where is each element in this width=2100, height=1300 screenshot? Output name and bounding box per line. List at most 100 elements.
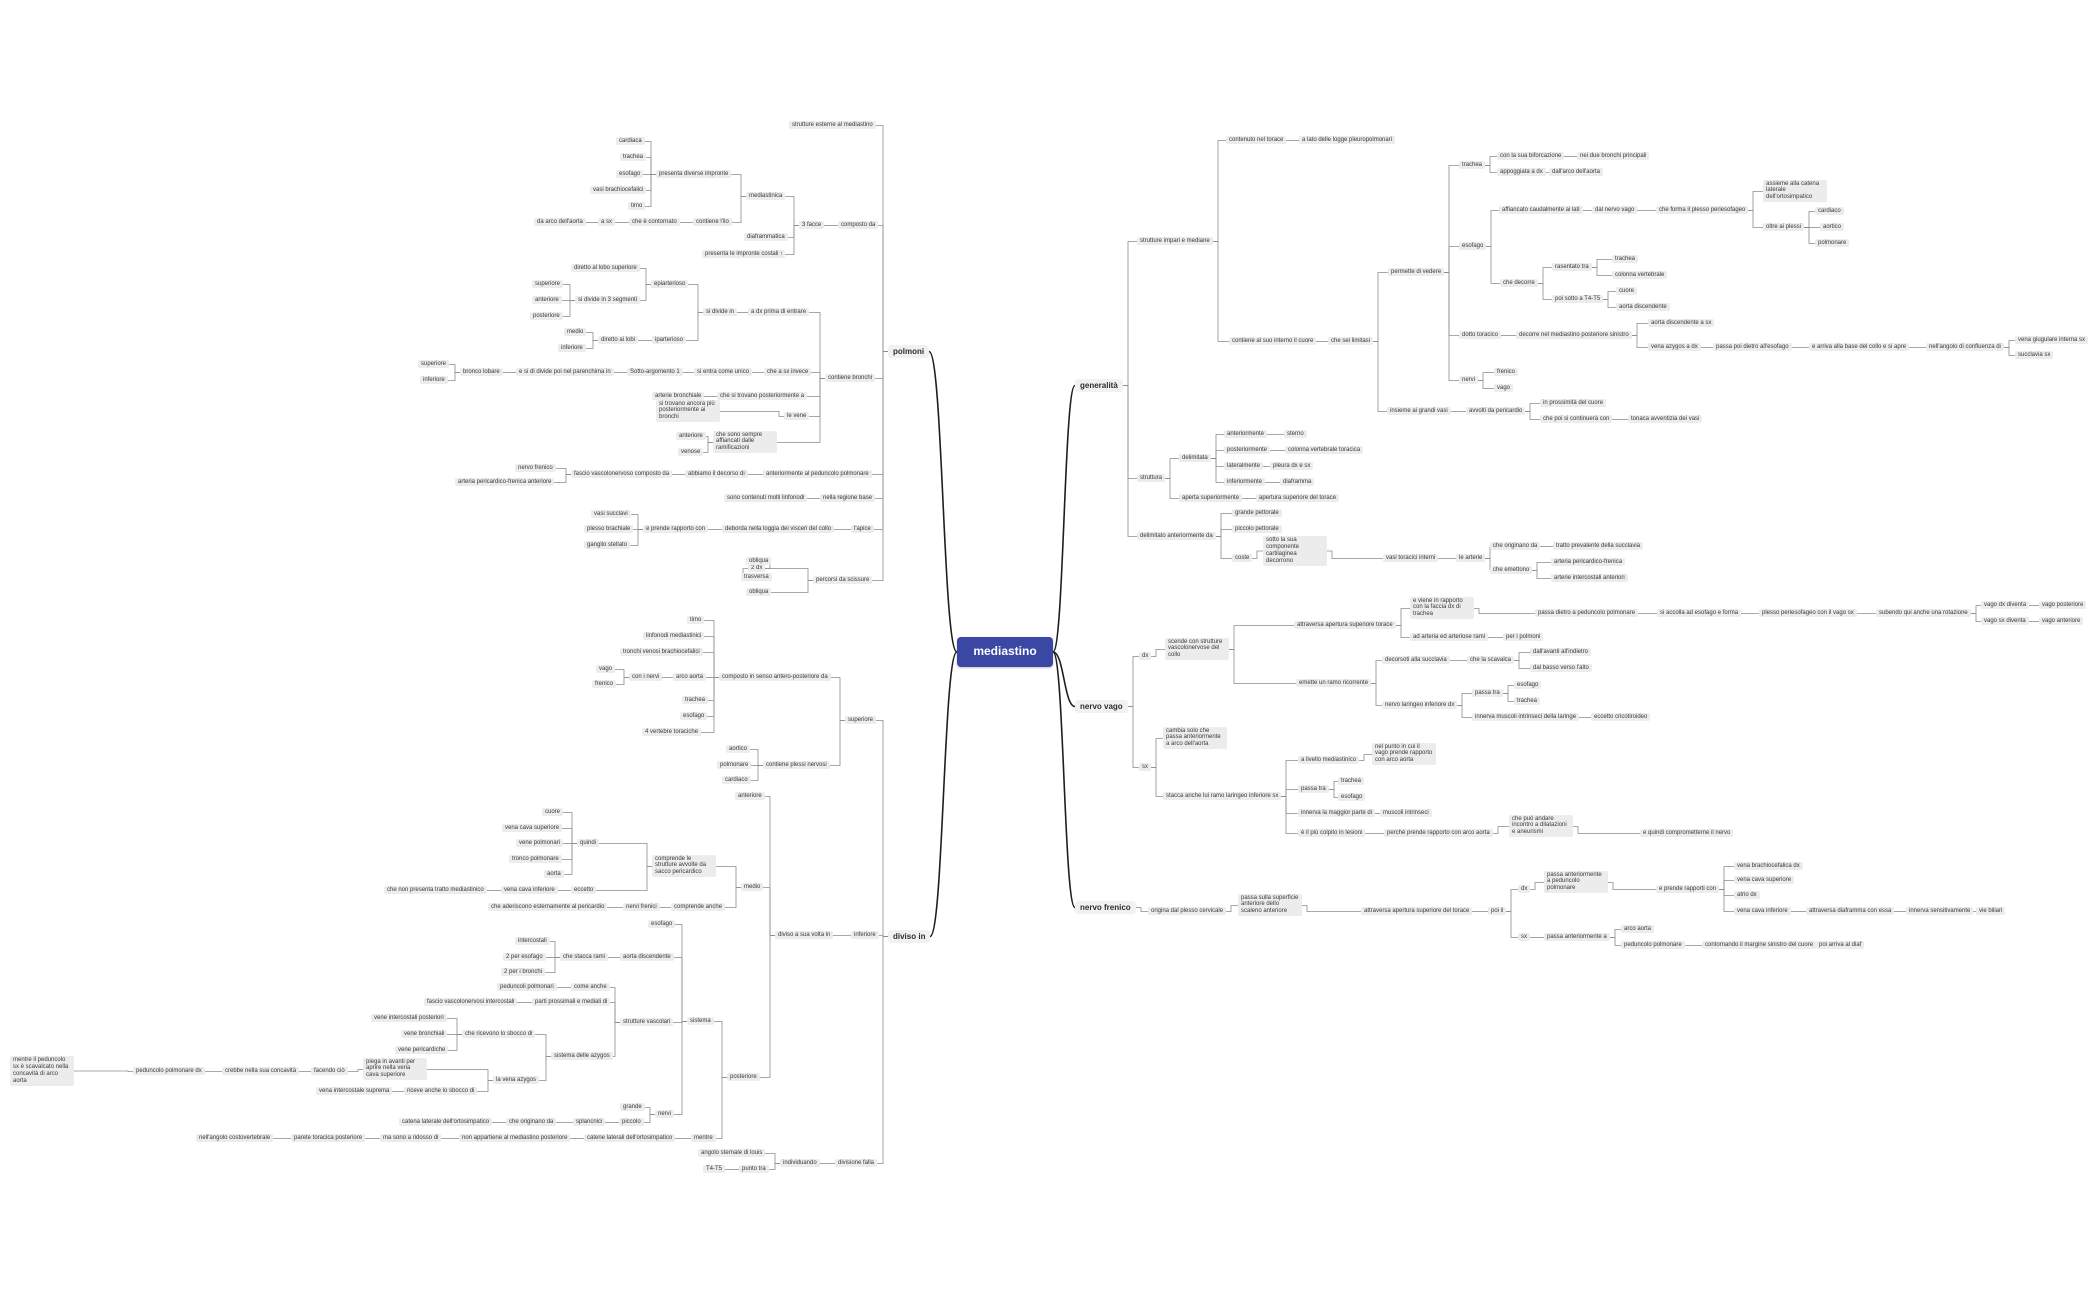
topic-v-innerva[interactable]: innerva muscoli intrinseci della laringe <box>1472 712 1580 722</box>
topic-v-equindi[interactable]: e quindi comprometterne il nervo <box>1640 828 1734 838</box>
topic-p-vasibrach[interactable]: vasi brachiocefalici <box>590 185 647 195</box>
topic-d-2peresof[interactable]: 2 per esofago <box>503 952 546 962</box>
topic-g-polmonare[interactable]: polmonare <box>1815 238 1850 248</box>
topic-p-asx[interactable]: a sx <box>598 217 616 227</box>
topic-d-catenalat[interactable]: catene laterali dell'ortosimpatico <box>584 1133 676 1143</box>
topic-p-vene[interactable]: le vene <box>784 411 810 421</box>
topic-v-muscoli[interactable]: muscoli intrinseci <box>1380 808 1432 818</box>
topic-p-presenta[interactable]: presenta diverse impronte <box>656 169 732 179</box>
topic-g-learterie[interactable]: le arterie <box>1456 553 1486 563</box>
topic-d-coinervi[interactable]: con i nervi <box>629 672 663 682</box>
topic-g-struttura[interactable]: struttura <box>1137 473 1166 483</box>
topic-p-posteriore[interactable]: posteriore <box>530 311 563 321</box>
topic-p-obliqua[interactable]: obliqua <box>746 556 772 566</box>
topic-g-cheforma[interactable]: che forma il plesso periesofageo <box>1656 205 1749 215</box>
topic-p-trachea[interactable]: trachea <box>620 152 647 162</box>
topic-g-cardiaco[interactable]: cardiaco <box>1815 206 1844 216</box>
topic-d-cheoriginano[interactable]: che originano da <box>506 1117 557 1127</box>
topic-d-4vert[interactable]: 4 vertebre toraciche <box>642 727 702 737</box>
topic-p-arcoaorta[interactable]: da arco dell'aorta <box>534 217 586 227</box>
topic-g-assieme[interactable]: assieme alla catena laterale dell'ortosi… <box>1763 179 1827 203</box>
topic-f-passasulla[interactable]: passa sulla superficie anteriore dello s… <box>1238 893 1302 917</box>
topic-p-bronclob[interactable]: bronco lobare <box>460 367 503 377</box>
topic-p-superiore[interactable]: superiore <box>532 279 564 289</box>
topic-p-3facce[interactable]: 3 facce <box>799 220 825 230</box>
topic-v-nervolaringeo[interactable]: nervo laringeo inferiore dx <box>1382 700 1458 710</box>
topic-p-contiene[interactable]: contiene l'ilo <box>693 217 732 227</box>
topic-d-contplessi[interactable]: contiene plessi nervosi <box>763 760 830 770</box>
topic-v-perche[interactable]: perché prende rapporto con arco aorta <box>1384 828 1493 838</box>
topic-g-pleure[interactable]: pleura dx e sx <box>1270 461 1314 471</box>
topic-d-eccetto[interactable]: eccetto <box>571 885 597 895</box>
topic-d-fasciovasc[interactable]: fascio vascolonervosi intercostali <box>424 997 518 1007</box>
topic-g-nervi[interactable]: nervi <box>1459 375 1479 385</box>
topic-p-3seg[interactable]: si divide in 3 segmenti <box>575 295 641 305</box>
topic-d-angolosternale[interactable]: angolo sternale di louis <box>698 1148 766 1158</box>
topic-g-earriva[interactable]: e arriva alla base del collo e si apre <box>1809 342 1910 352</box>
topic-generalita[interactable]: generalità <box>1075 378 1123 392</box>
topic-g-dalnervovago[interactable]: dal nervo vago <box>1592 205 1638 215</box>
topic-v-edeinrapporto[interactable]: e viene in rapporto con la faccia dx di … <box>1410 596 1474 620</box>
topic-d-venepericard[interactable]: vene pericardiche <box>395 1045 449 1055</box>
topic-p-affianc[interactable]: che sono sempre affiancati dalle ramific… <box>713 430 777 454</box>
topic-d-2perbronchi[interactable]: 2 per i bronchi <box>501 967 546 977</box>
topic-g-affiancato[interactable]: affiancato caudalmente ai lati <box>1499 205 1583 215</box>
topic-p-trasversa[interactable]: trasversa <box>741 572 772 582</box>
topic-d-nervi[interactable]: nervi <box>655 1109 675 1119</box>
topic-v-perpolmoni[interactable]: per i polmoni <box>1503 632 1544 642</box>
topic-g-venagiug[interactable]: vena giugulare interna sx <box>2015 335 2089 345</box>
topic-p-venose[interactable]: venose <box>678 447 704 457</box>
topic-f-passaant2[interactable]: passa anteriormente a <box>1544 932 1610 942</box>
topic-d-mentre[interactable]: mentre il peduncolo sx è scavalcato nell… <box>10 1056 74 1086</box>
topic-f-peduncolo[interactable]: peduncolo polmonare <box>1621 940 1685 950</box>
topic-p-ipart[interactable]: iparterioso <box>652 335 687 345</box>
topic-d-quindi[interactable]: quindi <box>577 838 600 848</box>
topic-g-chesei[interactable]: che sei limitasi <box>1328 336 1374 346</box>
topic-g-conlasua[interactable]: con la sua biforcazione <box>1497 151 1565 161</box>
topic-g-chepoisi[interactable]: che poi si continuerà con <box>1540 414 1613 424</box>
topic-p-anteriore3[interactable]: anteriore <box>676 431 706 441</box>
topic-g-piccolopett[interactable]: piccolo pettorale <box>1232 524 1282 534</box>
topic-v-innervamagg[interactable]: innerva la maggior parte di <box>1298 808 1376 818</box>
topic-p-gangl[interactable]: ganglio stellato <box>584 540 631 550</box>
topic-d-intercostali[interactable]: intercostali <box>515 936 550 946</box>
topic-p-bronchi[interactable]: contiene bronchi <box>825 373 876 383</box>
topic-p-artpericard[interactable]: arteria pericardico-frenica anteriore <box>455 477 555 487</box>
topic-g-arterieinterc[interactable]: arterie intercostali anteriori <box>1551 573 1628 583</box>
topic-p-sidivide[interactable]: si divide in <box>703 307 738 317</box>
topic-g-succlavia[interactable]: succlavia sx <box>2015 350 2054 360</box>
topic-d-comeanche[interactable]: come anche <box>571 982 610 992</box>
topic-v-plessoperi[interactable]: plesso periesofageo con il vago sx <box>1759 608 1857 618</box>
topic-nervovago[interactable]: nervo vago <box>1075 699 1128 713</box>
topic-g-anteriormente[interactable]: anteriormente <box>1224 429 1268 439</box>
topic-p-circond[interactable]: che è contornato <box>629 217 680 227</box>
topic-p-inferiore[interactable]: inferiore <box>558 343 586 353</box>
topic-f-innerva[interactable]: innerva sensitivamente <box>1906 906 1974 916</box>
topic-g-rasentato[interactable]: rasentato tra <box>1552 262 1592 272</box>
topic-d-mentre2[interactable]: mentre <box>691 1133 716 1143</box>
topic-p-anteriore[interactable]: anteriore <box>532 295 562 305</box>
topic-d-trachea[interactable]: trachea <box>682 695 709 705</box>
topic-g-diaframma[interactable]: diaframma <box>1280 477 1315 487</box>
topic-d-chenonpres[interactable]: che non presenta tratto mediastinico <box>384 885 487 895</box>
topic-g-vasitoracici[interactable]: vasi toracici interni <box>1383 553 1439 563</box>
topic-g-chedecorre[interactable]: che decorre <box>1500 278 1538 288</box>
topic-d-struttvasc[interactable]: strutture vascolari <box>620 1017 674 1027</box>
topic-v-siaccolla[interactable]: si accolla ad esofago e forma <box>1657 608 1742 618</box>
topic-d-tronchi[interactable]: tronchi venosi brachiocefalici <box>620 647 703 657</box>
topic-v-staccaanche[interactable]: stacca anche lui ramo laringeo inferiore… <box>1163 791 1282 801</box>
topic-v-scende[interactable]: scende con strutture vascolonervose del … <box>1165 637 1229 661</box>
topic-d-nervifren[interactable]: nervi frenici <box>623 902 660 912</box>
topic-p-primaentr[interactable]: a dx prima di entrare <box>748 307 810 317</box>
topic-g-alato[interactable]: a lato delle logge pleuropolmonari <box>1299 135 1396 145</box>
topic-d-riceve[interactable]: riceve anche lo sbocco di <box>404 1086 478 1096</box>
topic-g-contenutonel[interactable]: contenuto nel torace <box>1226 135 1287 145</box>
topic-g-dottotor[interactable]: dotto toracico <box>1459 330 1502 340</box>
topic-p-vasisucc[interactable]: vasi succlavi <box>591 509 631 519</box>
topic-g-poisotto[interactable]: poi sotto a T4-T5 <box>1552 294 1604 304</box>
topic-d-divfalla[interactable]: divisione falla <box>835 1158 878 1168</box>
topic-v-passatra[interactable]: passa tra <box>1472 688 1503 698</box>
topic-g-appoggiata[interactable]: appoggiata a dx <box>1497 167 1546 177</box>
topic-p-composto[interactable]: composto da <box>838 220 879 230</box>
topic-g-sottolasua[interactable]: sotto la sua componente cartilaginea dec… <box>1263 536 1327 566</box>
